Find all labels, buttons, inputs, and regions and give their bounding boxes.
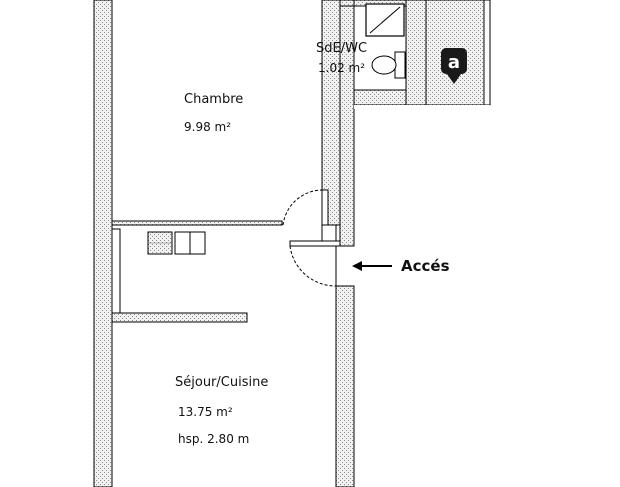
chambre-name: Chambre (184, 92, 244, 107)
wall-chambre-bottom (111, 220, 283, 226)
toilet-icon (371, 51, 406, 79)
shower-icon (365, 3, 405, 37)
entrance-label: Accés (401, 257, 450, 275)
kitchen-sink-icon (147, 231, 173, 255)
sde-name: SdE/WC (316, 41, 368, 56)
sejour-height: hsp. 2.80 m (178, 432, 250, 446)
building-icon: a (441, 48, 467, 84)
wall-corridor-right (335, 0, 355, 487)
kitchen-hob-icon (174, 231, 206, 255)
kitchen-partition (111, 228, 248, 323)
wall-left (93, 0, 113, 487)
chambre-area: 9.98 m² (184, 120, 232, 134)
building-icon-letter: a (448, 52, 460, 73)
wall-bathroom (339, 0, 427, 106)
sejour-name: Séjour/Cuisine (175, 375, 269, 390)
sejour-area: 13.75 m² (178, 405, 233, 419)
entrance-arrow-icon (352, 261, 392, 271)
door-frame (289, 189, 341, 247)
door-swing-chambre (282, 189, 323, 226)
door-swing-entrance (289, 245, 337, 287)
sde-area: 1.02 m² (318, 61, 366, 75)
